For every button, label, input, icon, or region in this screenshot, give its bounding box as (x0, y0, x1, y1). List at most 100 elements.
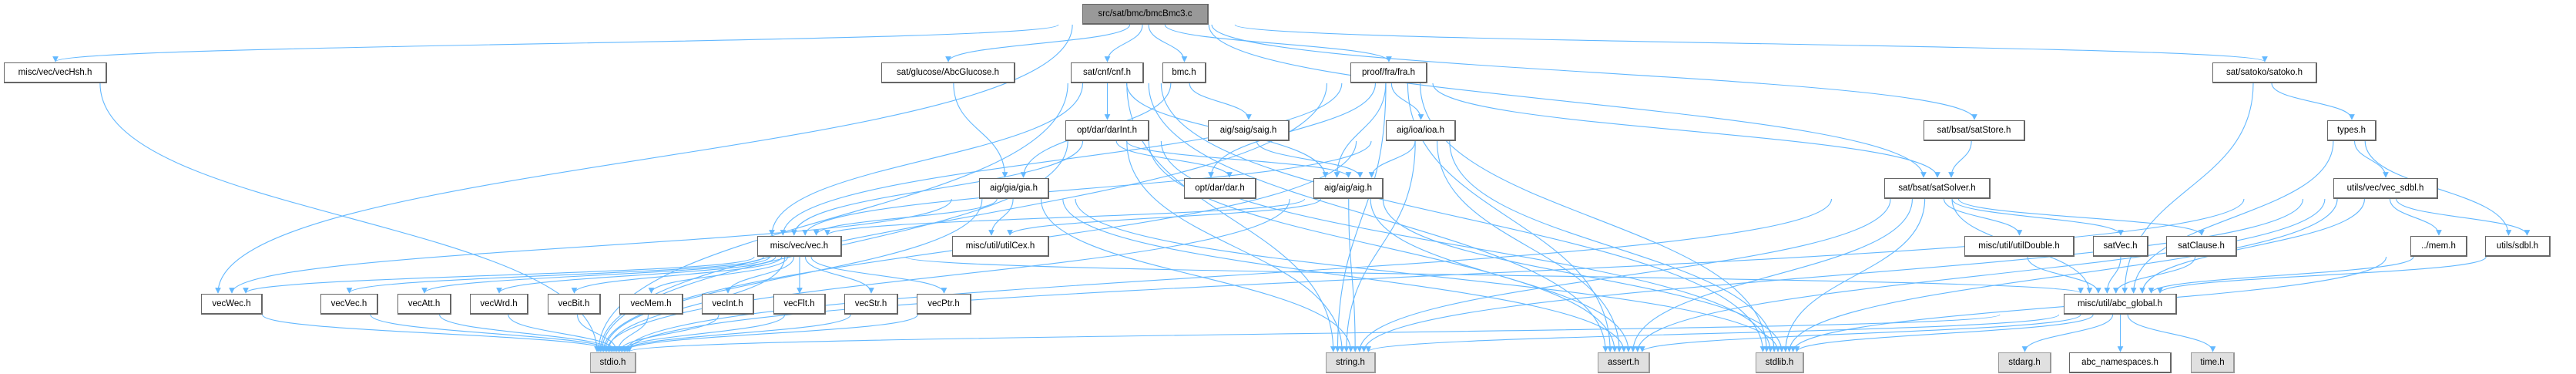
edge-ioa-to-stdlib (1449, 140, 1777, 352)
node-satvec-h[interactable]: satVec.h (2093, 236, 2148, 257)
edge-satoko-to-types (2271, 83, 2355, 120)
edge-root-to-satStore (1211, 24, 1977, 120)
edge-vecSdbl-to-string (1360, 198, 2304, 352)
node-satstore-h[interactable]: sat/bsat/satStore.h (1924, 120, 2025, 141)
node-string-h: string.h (1326, 352, 1376, 373)
edge-cnf-to-vec (769, 83, 1084, 236)
edge-abcGlobal-to-stdio (626, 314, 2001, 352)
edge-fra-to-ioa (1390, 83, 1424, 120)
edge-darInt-to-vec (790, 140, 1084, 236)
edge-vec-to-vecPtr (810, 256, 948, 294)
node-stdarg-h: stdarg.h (1998, 352, 2051, 373)
node-vecwrd-h[interactable]: vecWrd.h (470, 294, 528, 315)
node-gia-h[interactable]: aig/gia/gia.h (979, 178, 1049, 199)
node-dar-h[interactable]: opt/dar/dar.h (1184, 178, 1256, 199)
edge-root-to-satSolver (1208, 24, 1927, 178)
node-vecmem-h[interactable]: vecMem.h (619, 294, 683, 315)
node-vec-sdbl-h[interactable]: utils/vec/vec_sdbl.h (2333, 178, 2438, 199)
node-stdio-h: stdio.h (590, 352, 636, 373)
edge-root-to-fra (1164, 24, 1392, 62)
edge-satSolver-to-stdio (623, 198, 1833, 352)
node-darint-h[interactable]: opt/dar/darInt.h (1065, 120, 1149, 141)
node-time-h: time.h (2191, 352, 2235, 373)
edge-vec-to-vecAtt (421, 256, 770, 294)
edge-vec-to-vecBit (571, 256, 783, 294)
edge-fra-to-stdlib (1420, 83, 1770, 352)
edge-gia-to-stdlib (1075, 198, 1781, 352)
edge-abcGlobal-to-time (2127, 314, 2216, 352)
edge-ioa-to-aig (1368, 140, 1416, 178)
node-vechsh-h[interactable]: misc/vec/vecHsh.h (4, 62, 107, 83)
edge-root-to-vecWec (215, 24, 1073, 294)
node-cnf-h[interactable]: sat/cnf/cnf.h (1071, 62, 1144, 83)
node-vecstr-h[interactable]: vecStr.h (844, 294, 898, 315)
edge-vecSdbl-to-stdlib (1786, 198, 2338, 352)
edge-vec-to-vecInt (725, 256, 795, 294)
node-abc-namespaces-h[interactable]: abc_namespaces.h (2069, 352, 2172, 373)
edge-gia-to-stdio (602, 198, 983, 352)
edge-satSolver-to-assert (1630, 198, 1913, 352)
edge-vec-to-vecWrd (496, 256, 776, 294)
node-satsolver-h[interactable]: sat/bsat/satSolver.h (1884, 178, 1991, 199)
edge-sdbl-to-abcGlobal (2157, 256, 2487, 294)
node-abcglucose-h[interactable]: sat/glucose/AbcGlucose.h (881, 62, 1015, 83)
node-ioa-h[interactable]: aig/ioa/ioa.h (1386, 120, 1456, 141)
edge-ioa-to-string (1343, 140, 1416, 352)
edge-root-to-cnf (1104, 24, 1143, 62)
edge-gia-to-assert (1062, 198, 1627, 352)
node-vecbit-h[interactable]: vecBit.h (548, 294, 601, 315)
edge-darInt-to-string (1126, 140, 1345, 352)
edge-aig-to-vec (824, 198, 1306, 236)
edge-abcGlobal-to-assert (1639, 314, 2081, 352)
edge-fra-to-vec (780, 83, 1343, 236)
node-utildouble-h[interactable]: misc/util/utilDouble.h (1964, 236, 2075, 257)
node-vecint-h[interactable]: vecInt.h (702, 294, 754, 315)
node-vec-h[interactable]: misc/vec/vec.h (757, 236, 842, 257)
node-vecvec-h[interactable]: vecVec.h (320, 294, 378, 315)
edge-satSolver-to-stdlib (1783, 198, 1926, 352)
edge-cnf-to-stdlib (1160, 83, 1766, 352)
edge-utilDouble-to-abcGlobal (2027, 256, 2101, 294)
edge-fra-to-satSolver (1432, 83, 1940, 178)
edge-vecPtr-to-stdio (621, 314, 918, 352)
node-satoko-h[interactable]: sat/satoko/satoko.h (2212, 62, 2317, 83)
node-abc-global-h[interactable]: misc/util/abc_global.h (2064, 294, 2177, 315)
edge-vecSdbl-to-stdio (625, 198, 2245, 352)
edge-darInt-to-aig (1125, 140, 1352, 178)
edge-aig-to-utilCex (1007, 198, 1321, 236)
node-fra-h[interactable]: proof/fra/fra.h (1350, 62, 1427, 83)
node-utilcex-h[interactable]: misc/util/utilCex.h (952, 236, 1049, 257)
edge-vec-to-vecStr (804, 256, 874, 294)
edge-root-to-satoko (1234, 24, 2268, 62)
node-bmc-h[interactable]: bmc.h (1162, 62, 1206, 83)
edge-vecStr-to-stdio (619, 314, 851, 352)
edge-vecWrd-to-stdio (508, 314, 618, 352)
node-satclause-h[interactable]: satClause.h (2166, 236, 2237, 257)
edge-aig-to-stdio (603, 198, 1290, 352)
node-types-h[interactable]: types.h (2327, 120, 2376, 141)
edge-vecSdbl-to-sdbl (2396, 198, 2531, 236)
edge-ioa-to-assert (1437, 140, 1622, 352)
edge-vec-to-vecWec (243, 256, 755, 294)
edge-vecSdbl-to-assert (1635, 198, 2326, 352)
node-vecwec-h[interactable]: vecWec.h (201, 294, 263, 315)
node-mem-h[interactable]: ../mem.h (2410, 236, 2467, 257)
edge-aig-to-string (1348, 198, 1359, 352)
node-aig-h[interactable]: aig/aig/aig.h (1313, 178, 1384, 199)
node-stdlib-h: stdlib.h (1756, 352, 1804, 373)
edge-satStore-to-satSolver (1948, 140, 1972, 178)
node-vecptr-h[interactable]: vecPtr.h (917, 294, 971, 315)
edge-mem-to-abcGlobal (2148, 256, 2414, 294)
node-saig-h[interactable]: aig/saig/saig.h (1208, 120, 1290, 141)
edge-types-to-abcGlobal (2130, 140, 2334, 294)
edge-vecSdbl-to-abcGlobal (2139, 198, 2365, 294)
node-sdbl-h[interactable]: utils/sdbl.h (2485, 236, 2551, 257)
edge-vec-to-vecMem (648, 256, 789, 294)
edge-bmc-to-saig (1189, 83, 1252, 120)
edge-abcGlobal-to-stdlib (1793, 314, 2094, 352)
edge-satSolver-to-satClause (1957, 198, 2205, 236)
node-vecflt-h[interactable]: vecFlt.h (773, 294, 826, 315)
node-bmcbmc3-c[interactable]: src/sat/bmc/bmcBmc3.c (1082, 4, 1209, 25)
node-vecatt-h[interactable]: vecAtt.h (397, 294, 451, 315)
